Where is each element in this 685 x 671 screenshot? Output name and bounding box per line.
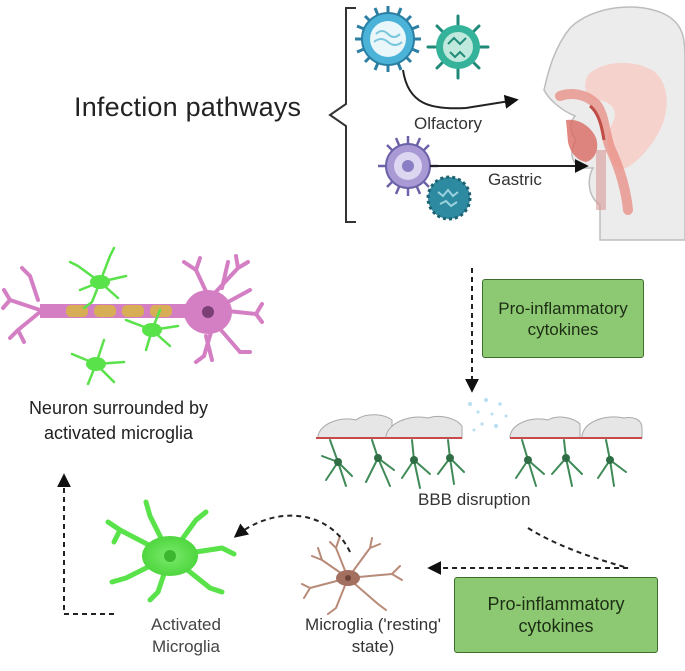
bbb-disruption-label: BBB disruption bbox=[418, 490, 531, 509]
bracket bbox=[328, 7, 356, 223]
cytokines-box-top: Pro-inflammatory cytokines bbox=[482, 279, 644, 358]
infection-pathways-label: Infection pathways bbox=[74, 92, 302, 122]
gastric-label: Gastric bbox=[488, 170, 542, 189]
virus-purple-icon bbox=[378, 136, 438, 196]
virus-teal-icon bbox=[426, 175, 472, 221]
activated-microglia-label: Activated Microglia bbox=[151, 615, 221, 656]
cytokines-box-bottom: Pro-inflammatory cytokines bbox=[454, 577, 658, 653]
arrow-resting-to-active bbox=[233, 514, 351, 553]
astrocyte-row bbox=[321, 439, 627, 489]
neuron-caption: Neuron surrounded by activated microglia bbox=[28, 398, 209, 443]
virus-green-icon bbox=[426, 14, 490, 80]
resting-microglia-label: Microglia ('resting' state) bbox=[305, 615, 441, 656]
olfactory-label: Olfactory bbox=[414, 114, 483, 133]
microglia-active-small-icon bbox=[68, 246, 180, 386]
olfactory-arrow bbox=[402, 69, 519, 110]
cytokines-box-bottom-text: Pro-inflammatory cytokines bbox=[487, 594, 625, 636]
head-icon bbox=[543, 6, 685, 241]
microglia-resting-icon bbox=[301, 535, 403, 615]
arrow-bbb-to-resting bbox=[427, 527, 629, 575]
microglia-active-icon bbox=[105, 499, 237, 603]
neuron-icon bbox=[1, 254, 264, 364]
bbb-endothelium bbox=[316, 398, 643, 439]
arrow-active-to-neuron bbox=[57, 473, 114, 615]
cytokines-box-top-text: Pro-inflammatory cytokines bbox=[498, 298, 628, 339]
virus-blue-icon bbox=[355, 6, 421, 72]
